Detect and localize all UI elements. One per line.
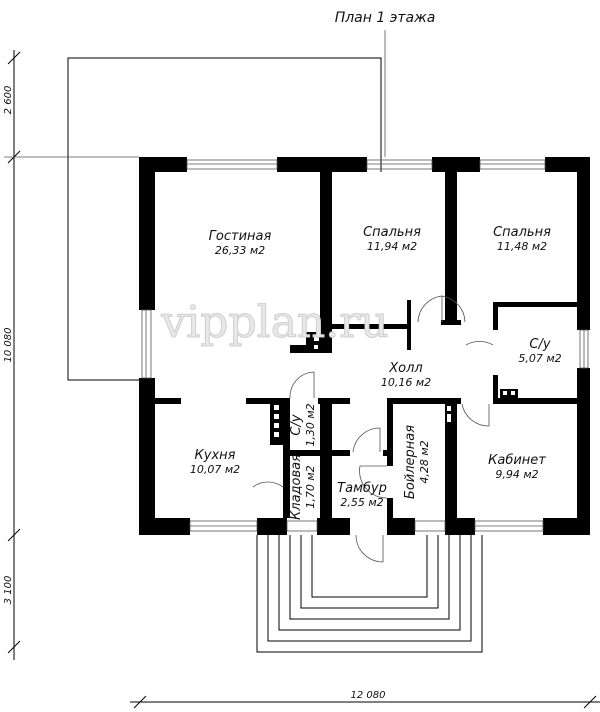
room-boiler: Бойлерная 4,28 м2 <box>403 425 431 499</box>
room-kitchen: Кухня 10,07 м2 <box>190 448 240 476</box>
room-area: 1,30 м2 <box>304 403 317 446</box>
windows <box>141 159 589 532</box>
watermark: vipplan.ru <box>160 297 388 348</box>
room-area: 26,33 м2 <box>215 244 265 257</box>
doors <box>252 295 494 563</box>
porch-steps <box>256 535 483 653</box>
room-name: С/у <box>289 414 304 435</box>
plan-title: План 1 этажа <box>335 10 436 26</box>
room-name: Кабинет <box>488 453 546 468</box>
room-bathroom: С/у 5,07 м2 <box>518 337 561 365</box>
room-vestibule: Тамбур 2,55 м2 <box>337 481 387 509</box>
room-name: С/у <box>529 337 550 352</box>
room-area: 5,07 м2 <box>518 352 561 365</box>
room-name: Кухня <box>195 448 236 463</box>
room-name: Спальня <box>363 225 421 240</box>
dim-bottom: 12 080 <box>351 690 386 701</box>
dim-left-top: 2 600 <box>3 86 14 115</box>
room-spalnya-2: Спальня 11,48 м2 <box>493 225 551 253</box>
room-name: Кладовая <box>289 454 304 520</box>
room-hall: Холл 10,16 м2 <box>381 361 431 389</box>
room-pantry: Кладовая 1,70 м2 <box>289 454 317 520</box>
room-area: 9,94 м2 <box>495 468 538 481</box>
interior-walls <box>155 172 577 518</box>
room-area: 10,16 м2 <box>381 376 431 389</box>
room-area: 11,94 м2 <box>367 240 417 253</box>
room-name: Гостиная <box>209 229 272 244</box>
room-area: 11,48 м2 <box>497 240 547 253</box>
dim-left-middle: 10 080 <box>3 328 14 363</box>
room-name: Бойлерная <box>403 425 418 499</box>
exterior-walls <box>139 157 590 535</box>
room-area: 1,70 м2 <box>304 465 317 508</box>
room-area: 2,55 м2 <box>340 496 383 509</box>
room-wc: С/у 1,30 м2 <box>289 403 317 446</box>
room-spalnya-1: Спальня 11,94 м2 <box>363 225 421 253</box>
room-name: Тамбур <box>337 481 387 496</box>
dim-left-bottom: 3 100 <box>3 576 14 605</box>
room-area: 10,07 м2 <box>190 463 240 476</box>
dimension-lines <box>4 30 600 709</box>
room-area: 4,28 м2 <box>418 440 431 483</box>
room-study: Кабинет 9,94 м2 <box>488 453 546 481</box>
room-name: Холл <box>388 361 422 376</box>
room-gostinaya: Гостиная 26,33 м2 <box>209 229 272 257</box>
room-name: Спальня <box>493 225 551 240</box>
